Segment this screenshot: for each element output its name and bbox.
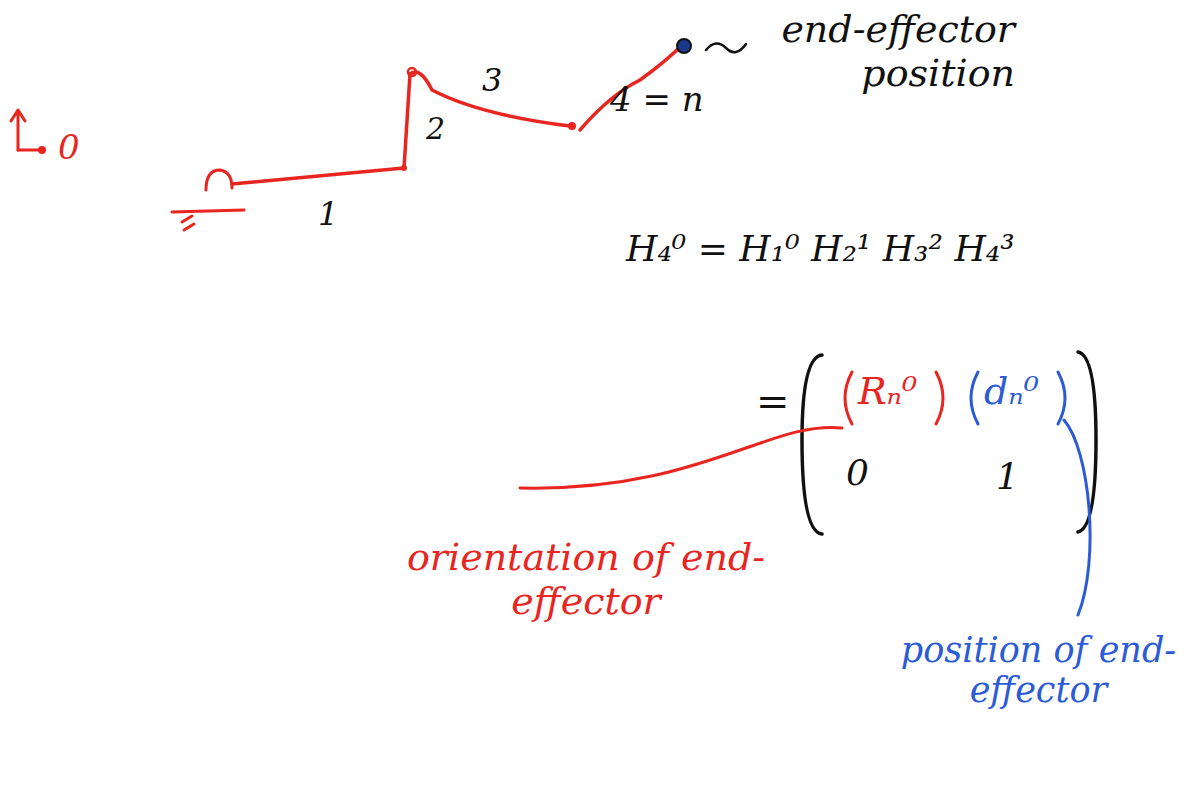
matrix-bracket: [802, 355, 822, 534]
ground-hatch: [182, 216, 194, 230]
end-effector-note: end-effector position: [740, 8, 1015, 95]
matrix-bracket: [1078, 352, 1096, 532]
link-number: 3: [482, 62, 502, 99]
joint: [401, 165, 407, 171]
base-joint: [206, 170, 232, 190]
link-number: 1: [318, 196, 338, 233]
link-1: [232, 168, 404, 184]
link-number: 2: [426, 112, 445, 147]
joint: [408, 68, 416, 76]
equals-sign: =: [756, 378, 790, 424]
matrix-entry: 1: [996, 456, 1019, 497]
paren: [1058, 372, 1065, 424]
paren: [936, 372, 943, 424]
paren: [971, 372, 978, 424]
frame-axis: [11, 110, 25, 150]
translation-block: dₙ⁰: [984, 370, 1039, 414]
frame-label: 0: [58, 128, 80, 167]
link-number: 4 = n: [610, 80, 704, 119]
joint: [568, 122, 576, 130]
link-2: [404, 74, 410, 168]
rotation-block: Rₙ⁰: [858, 370, 917, 414]
position-note: position of end-effector: [896, 630, 1181, 711]
orientation-note: orientation of end-effector: [376, 536, 796, 623]
end-effector-dot: [677, 39, 691, 53]
transform-equation: H₄⁰ = H₁⁰ H₂¹ H₃² H₄³: [626, 228, 1015, 269]
leader-line: [520, 427, 842, 488]
matrix-entry: 0: [846, 452, 869, 493]
ground-line: [172, 210, 244, 212]
leader-line: [1064, 420, 1090, 615]
frame-dot: [38, 146, 46, 154]
pointer-tilde: [706, 43, 746, 52]
frame-axis: [18, 149, 40, 152]
paren: [845, 372, 852, 424]
